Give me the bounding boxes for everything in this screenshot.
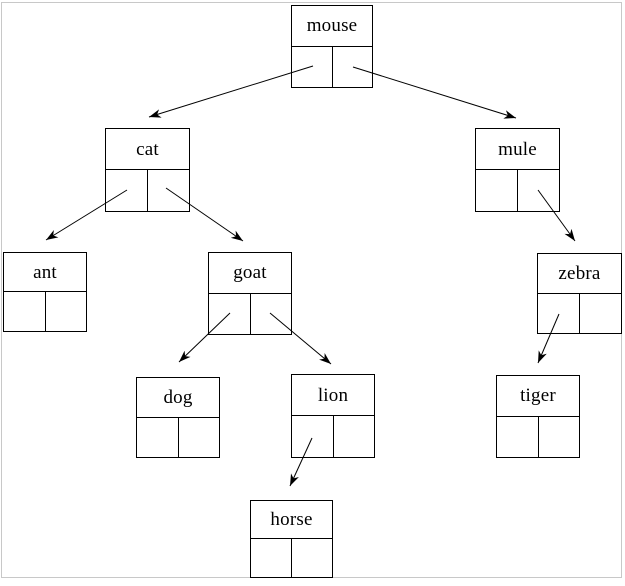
tree-node-cat: cat — [105, 128, 190, 212]
tree-node-goat: goat — [208, 252, 292, 335]
node-label: lion — [317, 384, 349, 406]
tree-node-mouse: mouse — [291, 5, 373, 88]
tree-node-lion: lion — [291, 374, 375, 458]
tree-node-horse: horse — [250, 500, 333, 578]
node-label: goat — [233, 262, 267, 284]
right-pointer-cell — [580, 294, 621, 334]
node-label: tiger — [520, 385, 556, 407]
pointer-row — [137, 416, 220, 458]
page-frame — [1, 2, 622, 578]
right-pointer-cell — [334, 416, 375, 457]
pointer-row — [251, 538, 332, 577]
pointer-row — [476, 169, 559, 211]
left-pointer-cell — [4, 292, 46, 331]
left-pointer-cell — [106, 170, 148, 211]
right-pointer-cell — [518, 170, 559, 211]
tree-node-mule: mule — [475, 128, 560, 212]
node-label: cat — [136, 138, 159, 160]
left-pointer-cell — [476, 170, 518, 211]
tree-node-dog: dog — [136, 377, 220, 458]
right-pointer-cell — [179, 418, 220, 458]
node-label: mouse — [306, 15, 358, 37]
tree-node-ant: ant — [3, 252, 87, 332]
right-pointer-cell — [292, 539, 332, 577]
pointer-row — [497, 415, 580, 458]
left-pointer-cell — [538, 293, 580, 333]
left-pointer-cell — [497, 416, 539, 457]
node-label: mule — [498, 138, 537, 160]
left-pointer-cell — [292, 46, 333, 87]
left-pointer-cell — [292, 416, 334, 457]
pointer-row — [106, 169, 189, 211]
node-label: ant — [33, 261, 57, 283]
node-label: zebra — [558, 262, 601, 284]
right-pointer-cell — [539, 417, 580, 458]
right-pointer-cell — [251, 294, 292, 335]
node-label: horse — [270, 509, 313, 530]
pointer-row — [292, 415, 374, 457]
pointer-row — [209, 292, 292, 335]
pointer-row — [4, 291, 86, 331]
right-pointer-cell — [46, 292, 87, 331]
right-pointer-cell — [333, 47, 373, 88]
pointer-row — [538, 292, 621, 334]
tree-node-zebra: zebra — [537, 253, 622, 334]
left-pointer-cell — [209, 293, 251, 334]
node-label: dog — [163, 386, 193, 408]
left-pointer-cell — [137, 417, 179, 457]
tree-node-tiger: tiger — [496, 375, 580, 458]
pointer-row — [292, 45, 373, 88]
left-pointer-cell — [251, 539, 292, 577]
right-pointer-cell — [148, 170, 189, 211]
